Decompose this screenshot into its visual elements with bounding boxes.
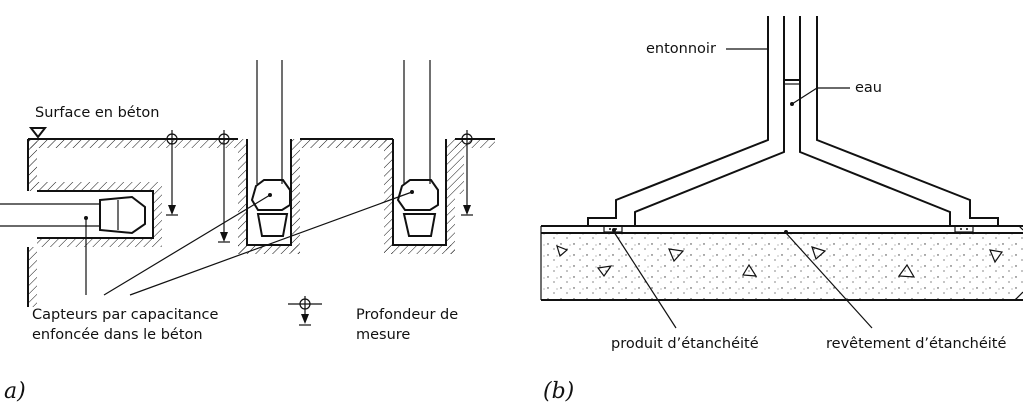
depth-marker-2: [218, 130, 230, 243]
concrete-hatch-hole-end: [153, 191, 162, 238]
concrete-hatch-right-top: [455, 139, 495, 148]
caption-a: a): [4, 379, 26, 404]
concrete-hatch-hole2-right: [446, 139, 455, 254]
concrete-hatch-hole2-left: [384, 139, 393, 254]
surface-label: Surface en béton: [35, 105, 159, 121]
depth-label-line1: Profondeur de: [356, 307, 458, 323]
caption-b: (b): [543, 379, 574, 404]
sensor-horizontal: [0, 190, 153, 239]
concrete-hatch-right-wall: [455, 139, 464, 194]
sensor-leader-lines: [84, 190, 414, 296]
concrete-hatch-mid-top: [300, 139, 393, 148]
sealant-label: produit d’étanchéité: [611, 336, 759, 352]
concrete-hatch-left-wall-bottom: [28, 247, 37, 307]
sensor-vertical-2: [396, 60, 439, 237]
depth-label-line2: mesure: [356, 327, 410, 343]
figure-b: entonnoir eau produit d’étanchéité revêt…: [540, 16, 1023, 404]
sensors-label-line1: Capteurs par capacitance: [32, 307, 218, 323]
sealant-left: [603, 225, 623, 233]
coating-label: revêtement d’étanchéité: [826, 336, 1006, 352]
depth-marker-1: [166, 130, 178, 216]
depth-marker-3: [461, 130, 473, 216]
concrete-hatch-left-wall-top: [28, 139, 37, 191]
concrete-hatch-hole-bottom: [37, 238, 162, 247]
sensors-label-line2: enfoncée dans le béton: [32, 327, 203, 343]
concrete-hatch-hole1-bottom: [238, 245, 300, 254]
depth-legend-symbol: [288, 296, 322, 326]
water-label: eau: [855, 80, 882, 96]
sealant-right: [954, 225, 974, 233]
concrete-hatch-left-top: [28, 139, 238, 148]
funnel: [587, 16, 999, 227]
concrete-hatch-hole1-left: [238, 139, 247, 254]
concrete-hatch-hole2-bottom: [384, 245, 455, 254]
surface-triangle-icon: [28, 127, 48, 139]
b-leader-lines: [612, 48, 873, 329]
funnel-label: entonnoir: [646, 41, 716, 57]
concrete-slab: [541, 233, 1023, 300]
figure-a: Surface en béton Capteurs par capacitanc…: [0, 60, 495, 404]
aggregate-stones: [556, 244, 1004, 278]
concrete-hatch-hole-top: [37, 182, 162, 191]
sensor-vertical-1: [250, 60, 291, 237]
concrete-hatch-hole1-right: [291, 139, 300, 254]
